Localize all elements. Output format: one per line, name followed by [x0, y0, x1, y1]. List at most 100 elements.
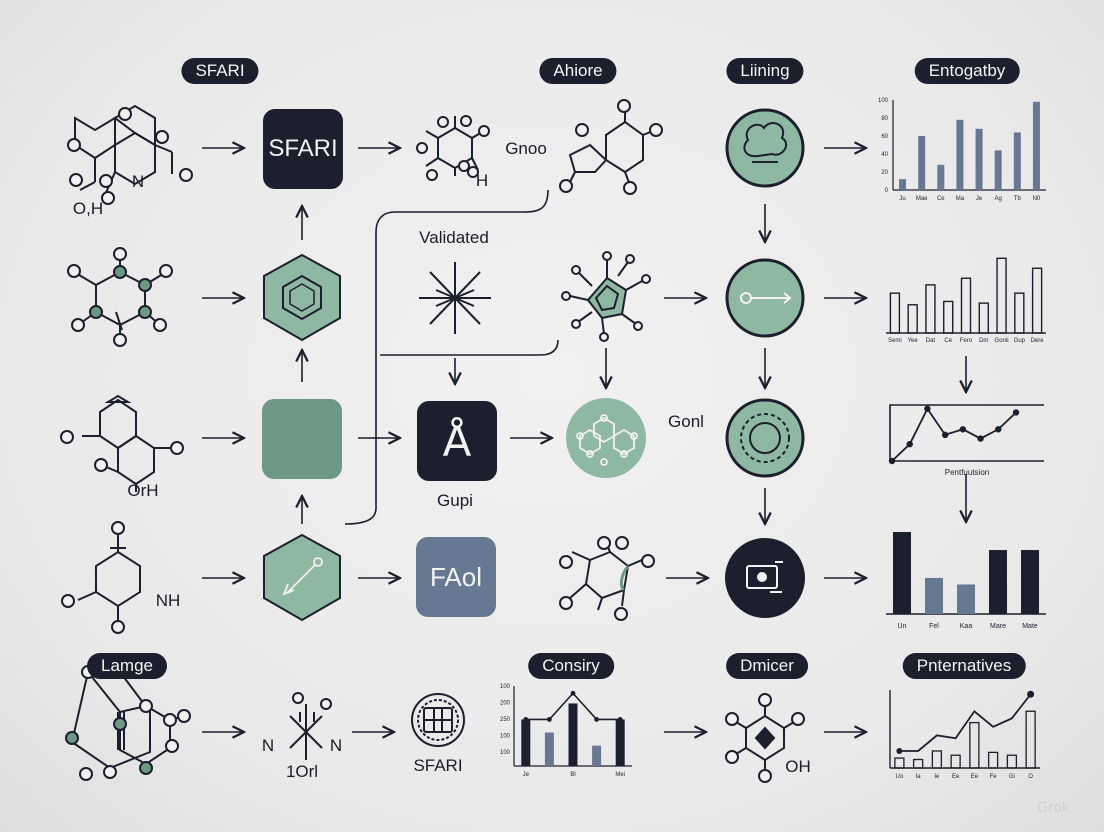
data-point: [547, 717, 552, 722]
x-tick-label: Gonli: [995, 338, 1009, 344]
x-tick-label: Tb: [1014, 196, 1022, 202]
x-tick-label: Un: [898, 623, 907, 630]
chart-caption: Pentfuutsion: [945, 468, 989, 477]
molecule-row1-right: [559, 99, 663, 195]
label-gnoo: Gnoo: [505, 139, 547, 158]
label-nh: NH: [155, 591, 181, 610]
bar: [931, 750, 943, 769]
section-pill-4: Entogatby: [914, 58, 1020, 84]
bar: [937, 164, 945, 190]
data-point: [995, 426, 1002, 433]
y-tick-label: 200: [500, 701, 511, 707]
x-tick-label: Ma: [956, 196, 965, 202]
data-point: [896, 747, 903, 754]
faol-tile-label: FAol: [429, 561, 483, 592]
glyph-tile: Å: [417, 401, 497, 481]
liining-icon: [725, 108, 805, 188]
data-point: [523, 717, 529, 722]
data-point: [906, 441, 913, 448]
y-tick-label: 250: [500, 717, 511, 723]
bar: [996, 257, 1007, 334]
bar: [994, 150, 1002, 190]
bar: [894, 757, 905, 769]
x-tick-label: Dat: [926, 338, 936, 344]
x-tick-label: Mare: [990, 623, 1006, 630]
molecule-bottom-nn: [289, 692, 332, 760]
x-tick-label: Uo: [896, 774, 904, 780]
flow-arrows: [202, 148, 966, 732]
label-gon: Gonl: [668, 412, 704, 431]
section-pill-1: SFARI: [181, 58, 259, 84]
bar: [893, 532, 911, 614]
x-tick-label: Ce: [937, 196, 945, 202]
label-gupi: Gupi: [437, 491, 473, 510]
data-point: [977, 435, 984, 442]
x-tick-label: Ju: [899, 196, 905, 202]
section-pill-5: Lamge: [87, 653, 167, 679]
bar: [918, 136, 926, 190]
bar: [615, 719, 625, 766]
chart-row3-line: Pentfuutsion: [888, 404, 1044, 477]
bar: [592, 745, 602, 766]
faol-tile: FAol: [416, 537, 496, 617]
data-point: [888, 457, 896, 465]
molecule-row2-right: [561, 251, 651, 342]
bar: [975, 128, 983, 190]
bar: [956, 119, 964, 190]
watermark: Grok: [1037, 800, 1070, 816]
bar: [943, 300, 954, 334]
key-arrow-icon: [725, 258, 805, 338]
label-oh-h: O,H: [72, 199, 104, 218]
bar: [987, 751, 999, 769]
label-oh-bottom: OH: [785, 757, 811, 776]
section-pill-6: Consiry: [528, 653, 614, 679]
bar: [1025, 710, 1036, 769]
x-tick-label: Ce: [944, 338, 952, 344]
x-tick-label: O: [1028, 774, 1033, 780]
data-point: [594, 717, 599, 722]
x-tick-label: Fero: [960, 338, 973, 344]
gear-circle-icon: [725, 398, 805, 478]
series-line: [891, 406, 1017, 462]
y-tick-label: 20: [881, 170, 888, 176]
x-tick-label: Ia: [916, 774, 922, 780]
bar: [907, 304, 918, 334]
label-n-right: N: [329, 736, 343, 755]
hexagon-link-icon: [263, 533, 341, 622]
x-tick-label: Mei: [615, 772, 625, 778]
section-pill-8: Pnternatives: [902, 653, 1026, 679]
bar: [957, 584, 975, 614]
molecule-row1-left: [67, 104, 193, 205]
y-tick-label: 40: [881, 152, 888, 158]
x-tick-label: Je: [523, 772, 530, 778]
bar: [899, 179, 907, 190]
bar: [925, 284, 936, 334]
sfari-emblem-icon: [411, 693, 465, 747]
label-validated: Validated: [419, 228, 489, 247]
y-tick-label: 100: [878, 98, 889, 104]
x-tick-label: Bl: [570, 772, 575, 778]
bar: [1014, 292, 1025, 334]
bar: [960, 277, 972, 334]
y-tick-label: 80: [881, 116, 888, 122]
section-pill-3: Liining: [726, 58, 804, 84]
bar: [978, 302, 989, 334]
data-point: [959, 426, 967, 433]
x-tick-label: Yee: [908, 338, 919, 344]
section-pill-2: Ahiore: [539, 58, 617, 84]
bar: [969, 721, 980, 769]
bar: [889, 292, 901, 334]
y-tick-label: 100: [500, 734, 511, 740]
x-tick-label: Kaa: [960, 623, 973, 630]
sfari-tile: SFARI: [263, 109, 343, 189]
molecule-row4-right: [559, 536, 655, 621]
label-1orl: 1Orl: [285, 762, 319, 781]
bar: [1006, 754, 1018, 769]
x-tick-label: Semi: [888, 338, 902, 344]
data-point: [570, 690, 576, 696]
y-tick-label: 0: [885, 188, 889, 194]
label-sfari-bottom: SFARI: [413, 756, 463, 775]
